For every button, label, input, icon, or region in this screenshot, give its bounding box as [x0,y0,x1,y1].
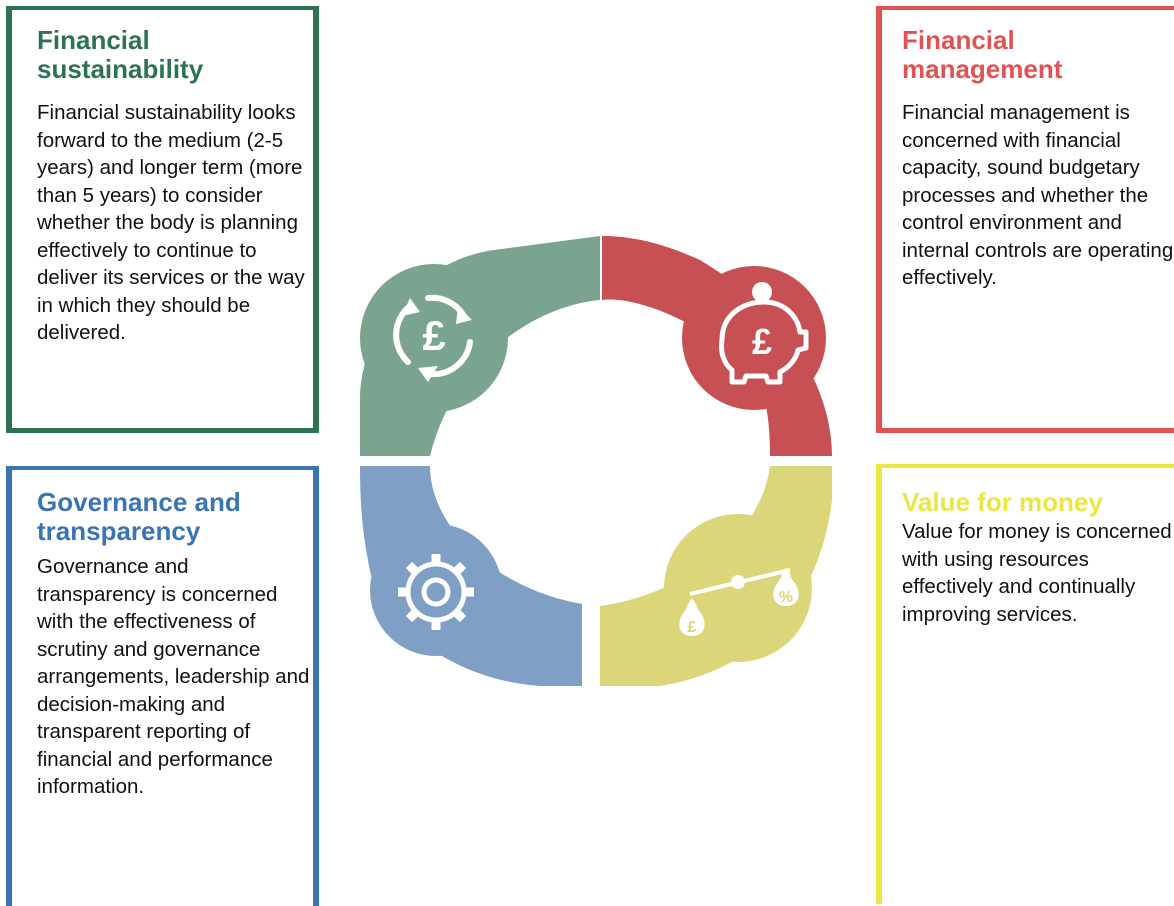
quadrant-wheel: £ £ £ % [360,236,832,686]
sustainability-icon-bg [360,264,508,412]
bag-pound-glyph: £ [688,619,697,636]
governance-transparency-text: Governance and transparency is concerned… [37,555,310,798]
governance-transparency-title: Governance and transparency [37,487,241,546]
balance-scale-icon: £ % [679,568,799,636]
financial-sustainability-panel: Financial sustainability Financial susta… [6,6,319,433]
governance-transparency-panel: Governance and transparency Governance a… [6,466,319,906]
value-for-money-panel: Value for money Value for money is conce… [876,464,1174,904]
value-for-money-text: Value for money is concerned with using … [902,520,1172,626]
pound-cycle-icon: £ [393,294,473,382]
financial-sustainability-title: Financial sustainability [37,25,204,84]
value-for-money-title: Value for money [902,487,1103,517]
financial-management-panel: Financial management Financial managemen… [876,6,1174,433]
piggy-pound-glyph: £ [752,321,772,362]
management-icon-bg [682,266,826,410]
pound-glyph: £ [422,312,445,359]
piggy-bank-pound-icon: £ [719,282,809,385]
governance-icon-bg [370,524,502,656]
financial-management-title: Financial management [902,25,1063,84]
bag-percent-glyph: % [779,589,793,606]
financial-sustainability-text: Financial sustainability looks forward t… [37,101,305,344]
gear-icon [398,554,474,630]
financial-management-text: Financial management is concerned with f… [902,101,1174,289]
